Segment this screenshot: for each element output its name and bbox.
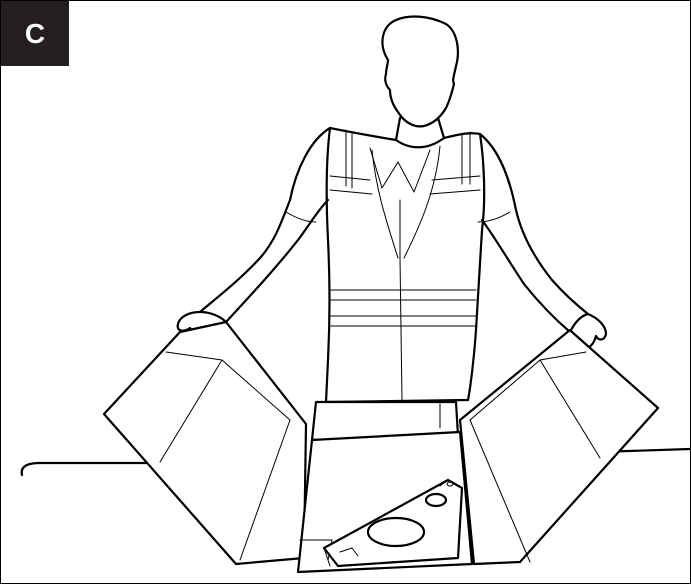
- box-right-flap: [460, 330, 658, 564]
- box-left-flap: [104, 322, 306, 564]
- step-label-badge: C: [1, 1, 69, 66]
